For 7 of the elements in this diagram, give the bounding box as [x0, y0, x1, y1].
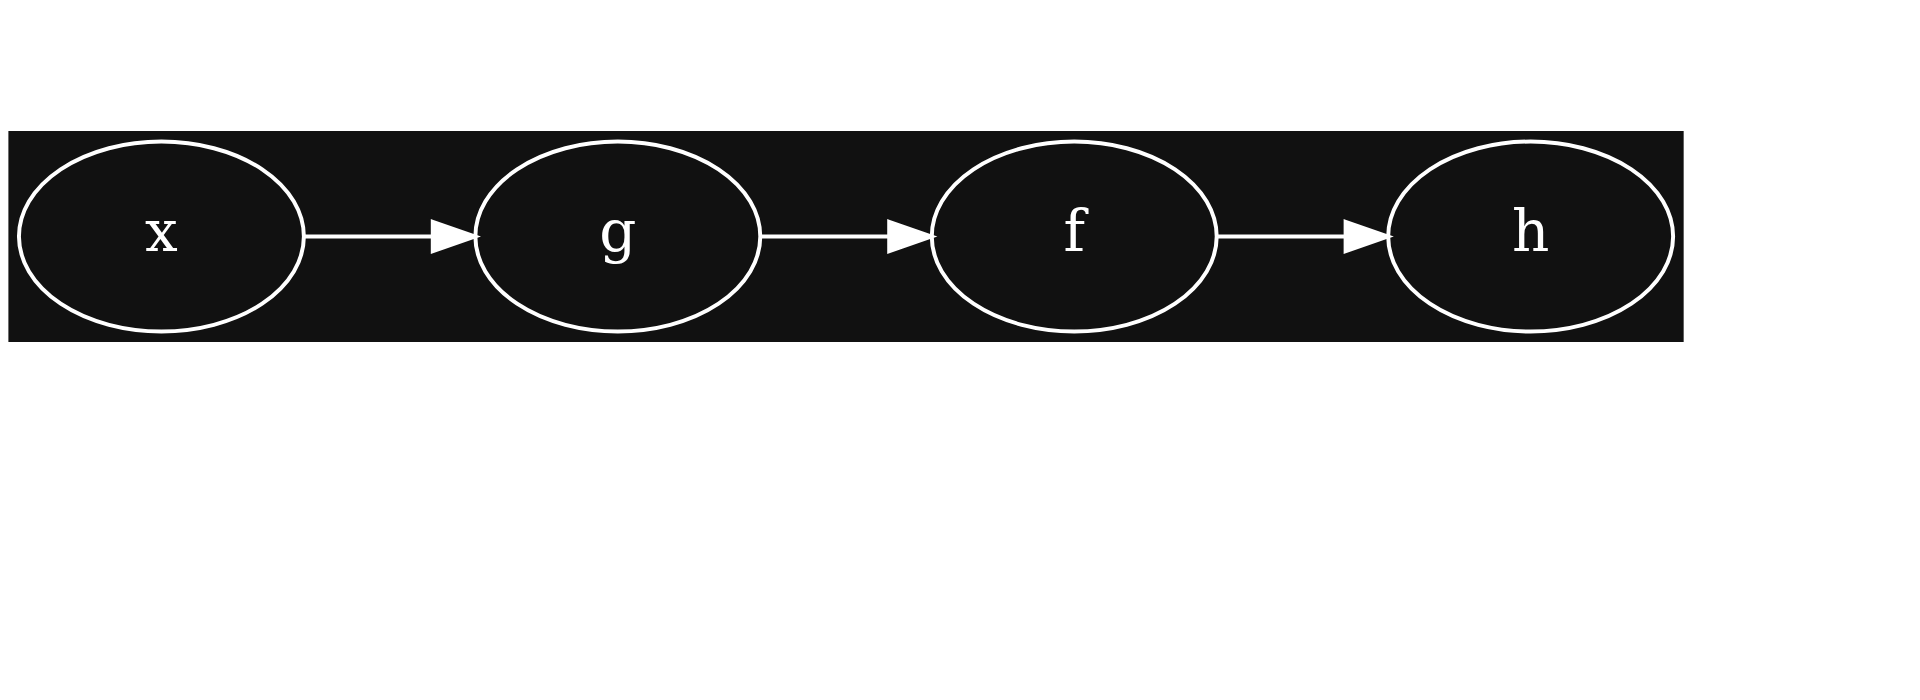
arrow — [1217, 218, 1394, 254]
node-ellipse: f — [929, 139, 1219, 333]
arrow — [760, 218, 938, 254]
arrow — [304, 218, 481, 254]
node-ellipse: h — [1386, 139, 1676, 333]
node-ellipse: g — [473, 139, 763, 333]
node-ellipse: x — [16, 139, 306, 333]
